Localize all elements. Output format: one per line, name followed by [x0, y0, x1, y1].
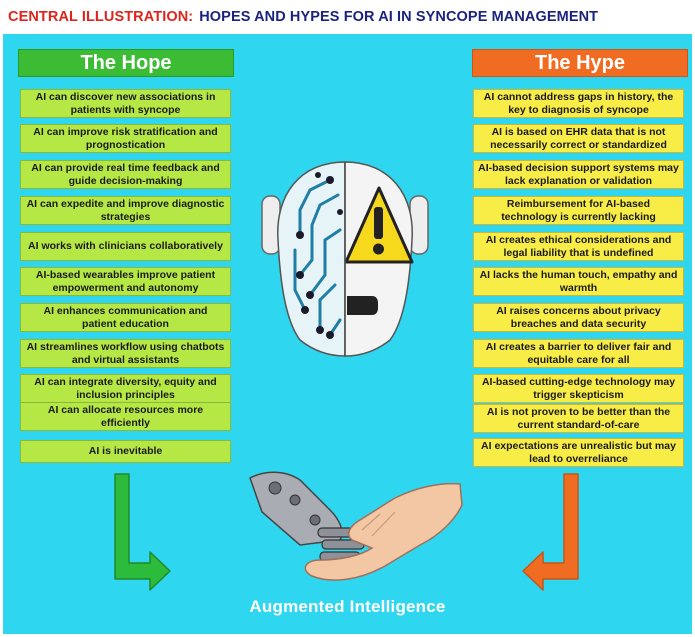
title-prefix: CENTRAL ILLUSTRATION:	[8, 9, 194, 25]
hope-item-2: AI can improve risk stratification and p…	[20, 124, 231, 153]
hype-item-7: AI raises concerns about privacy breache…	[473, 303, 684, 332]
title-text: HOPES AND HYPES FOR AI IN SYNCOPE MANAGE…	[199, 9, 599, 25]
hope-item-5: AI works with clinicians collaboratively	[20, 232, 231, 261]
hype-item-1: AI cannot address gaps in history, the k…	[473, 89, 684, 118]
hype-item-10: AI is not proven to be better than the c…	[473, 404, 684, 433]
hope-item-9: AI can integrate diversity, equity and i…	[20, 374, 231, 403]
footer-caption: Augmented Intelligence	[249, 597, 446, 616]
hope-item-4: AI can expedite and improve diagnostic s…	[20, 196, 231, 225]
hype-item-5: AI creates ethical considerations and le…	[473, 232, 684, 261]
hype-item-11: AI expectations are unrealistic but may …	[473, 438, 684, 467]
handshake-icon	[249, 471, 463, 581]
hope-item-6: AI-based wearables improve patient empow…	[20, 267, 231, 296]
hope-item-8: AI streamlines workflow using chatbots a…	[20, 339, 231, 368]
page-title: CENTRAL ILLUSTRATION: HOPES AND HYPES FO…	[0, 0, 695, 34]
hope-item-1: AI can discover new associations in pati…	[20, 89, 231, 118]
hype-item-4: Reimbursement for AI-based technology is…	[473, 196, 684, 225]
ai-robot-head-icon	[261, 161, 429, 357]
hope-item-7: AI enhances communication and patient ed…	[20, 303, 231, 332]
hype-item-9: AI-based cutting-edge technology may tri…	[473, 374, 684, 403]
hype-item-8: AI creates a barrier to deliver fair and…	[473, 339, 684, 368]
warning-icon	[344, 186, 414, 264]
hope-item-3: AI can provide real time feedback and gu…	[20, 160, 231, 189]
hope-item-11: AI is inevitable	[20, 440, 231, 463]
hope-header: The Hope	[18, 49, 234, 77]
hype-header: The Hype	[472, 49, 688, 77]
hype-item-6: AI lacks the human touch, empathy and wa…	[473, 267, 684, 296]
green-arrow-icon	[114, 473, 171, 591]
hope-item-10: AI can allocate resources more efficient…	[20, 402, 231, 431]
hype-item-2: AI is based on EHR data that is not nece…	[473, 124, 684, 153]
orange-arrow-icon	[522, 473, 579, 591]
hype-item-3: AI-based decision support systems may la…	[473, 160, 684, 189]
